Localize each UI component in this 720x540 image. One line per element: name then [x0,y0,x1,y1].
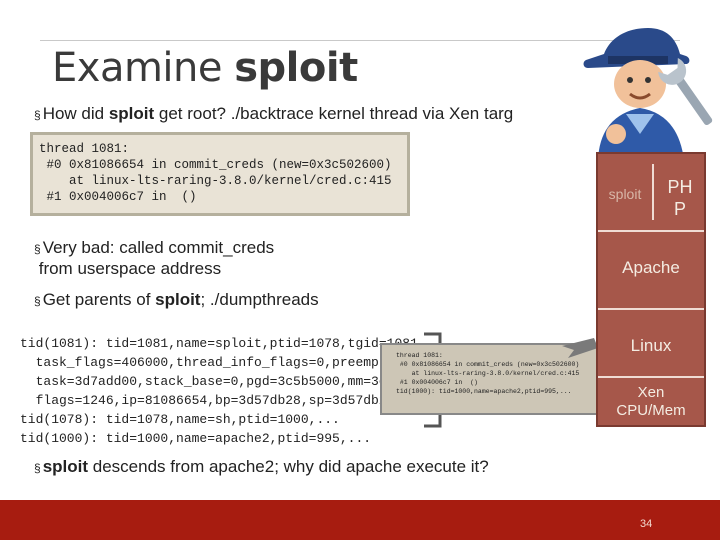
page-number: 34 [640,518,653,530]
stack-divider [598,376,704,378]
footer-bar [0,500,720,540]
stack-layer-sploit: sploit [608,186,642,202]
stack-divider [598,308,704,310]
bullet-very-bad: §Very bad: called commit_creds from user… [34,238,275,278]
code-line: #0 0x81086654 in commit_creds (new=0x3c5… [396,361,580,368]
dumpthreads-output: tid(1081): tid=1081,name=sploit,ptid=107… [20,334,426,448]
bullet-descends: §sploit descends from apache2; why did a… [34,457,489,476]
mechanic-icon [583,28,713,160]
stack-divider [598,230,704,232]
code-line: tid(1000): tid=1000,name=apache2,ptid=99… [396,388,572,395]
stack-layer-apache: Apache [622,258,680,277]
thumbnail-code-box: thread 1081: #0 0x81086654 in commit_cre… [380,343,606,415]
code-line: task=3d7add00,stack_base=0,pgd=3c5b5000,… [20,374,387,389]
code-line: at linux-lts-raring-3.8.0/kernel/cred.c:… [39,174,392,188]
code-line: at linux-lts-raring-3.8.0/kernel/cred.c:… [396,370,580,377]
bullet-backtrace: §How did sploit get root? ./backtrace ke… [34,104,514,123]
code-line: tid(1000): tid=1000,name=apache2,ptid=99… [20,431,372,446]
title-rule [40,40,680,41]
bullet-marker: § [34,461,41,475]
code-line: flags=1246,ip=81086654,bp=3d57db28,sp=3d… [20,393,387,408]
code-line: #1 0x004006c7 in () [396,379,478,386]
stack-layer-linux: Linux [630,336,672,355]
stack-divider [652,164,654,220]
code-line: #0 0x81086654 in commit_creds (new=0x3c5… [39,158,392,172]
bullet-marker: § [34,108,41,122]
slide-title: Examine sploit [52,45,358,91]
bullet-marker: § [34,242,41,256]
arrow-icon [562,338,598,358]
bullet-parents: §Get parents of sploit; ./dumpthreads [34,290,319,309]
code-line: tid(1078): tid=1078,name=sh,ptid=1000,..… [20,412,340,427]
code-line: thread 1081: [396,352,443,359]
backtrace-code-box: thread 1081: #0 0x81086654 in commit_cre… [30,132,410,216]
code-line: #1 0x004006c7 in () [39,190,197,204]
code-line: task_flags=406000,thread_info_flags=0,pr… [20,355,387,370]
code-line: tid(1081): tid=1081,name=sploit,ptid=107… [20,336,426,351]
code-line: thread 1081: [39,142,130,156]
bullet-marker: § [34,294,41,308]
